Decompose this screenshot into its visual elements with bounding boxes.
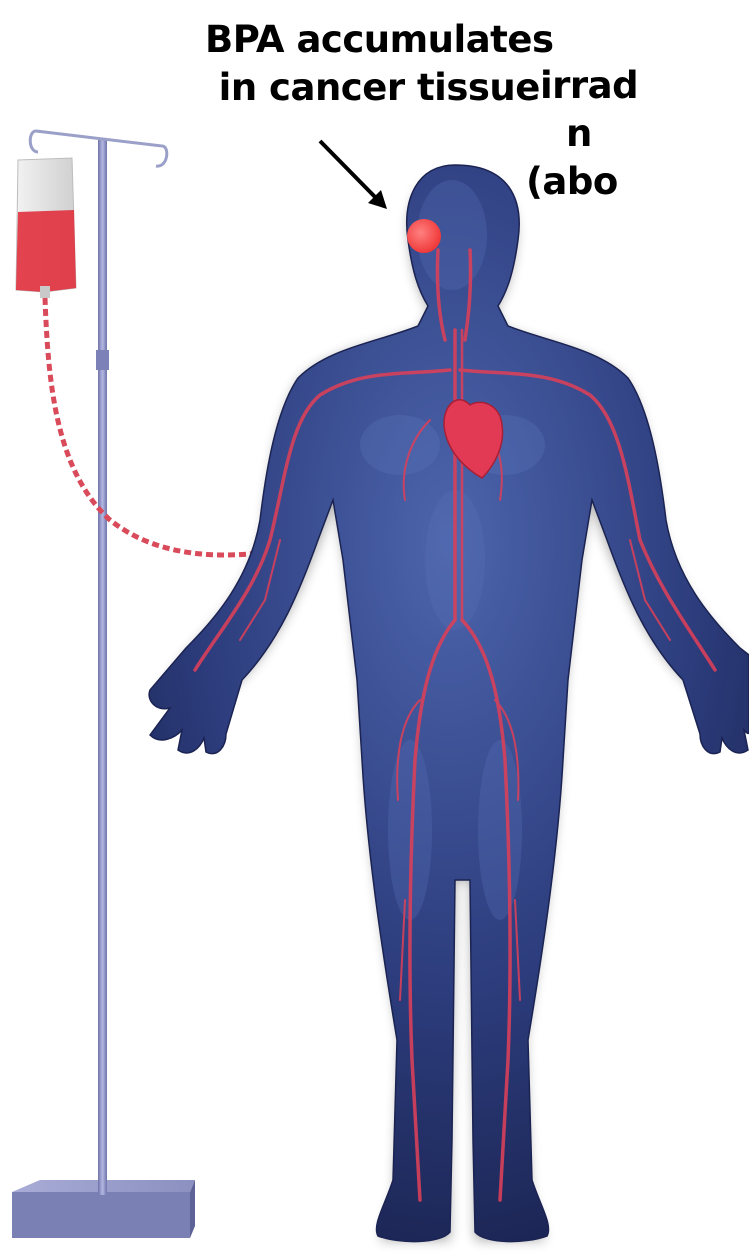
pointer-arrow-icon <box>320 141 387 209</box>
bpa-annotation-line-1: BPA accumulates <box>205 16 553 64</box>
irradiation-annotation-line-2: n <box>566 110 638 158</box>
human-body-icon <box>149 165 749 1242</box>
iv-bag-icon <box>16 158 76 298</box>
bpa-annotation: BPA accumulates in cancer tissue <box>205 16 553 112</box>
irradiation-annotation-line-1: irrad <box>540 62 638 110</box>
tumor-dot-icon <box>407 219 441 253</box>
irradiation-annotation-line-3: (abo <box>526 158 638 206</box>
irradiation-annotation: irrad n (abo <box>528 62 638 206</box>
iv-tube <box>45 298 292 555</box>
bpa-annotation-line-2: in cancer tissue <box>205 64 553 112</box>
